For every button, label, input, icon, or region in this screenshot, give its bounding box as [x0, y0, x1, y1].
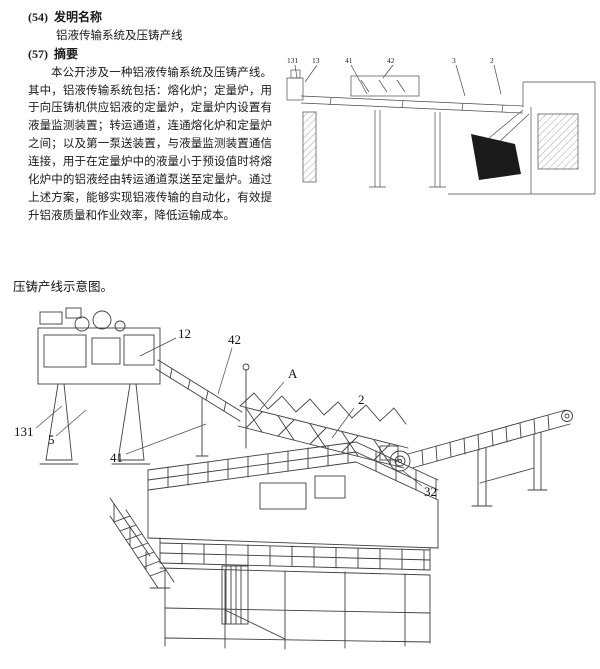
platform-deck-and-legs	[147, 475, 439, 650]
platform-front-railing	[159, 542, 431, 571]
figure-main-diagram: 12 42 A 2 131 5 41 32	[10, 298, 590, 663]
launder-chute	[155, 359, 250, 457]
ref-label-41-top: 41	[345, 56, 353, 65]
ref-label-5: 5	[48, 432, 55, 447]
access-stairs	[109, 497, 175, 589]
platform-back-railing	[147, 441, 357, 491]
platform-right-railing	[355, 441, 439, 501]
ref-label-131-top: 131	[287, 56, 299, 65]
ref-label-2-top: 2	[490, 56, 494, 65]
figure-top-detail-drawing: 131 13 41 42 3 2	[283, 52, 598, 220]
abstract-text: 本公开涉及一种铝液传输系统及压铸产线。其中，铝液传输系统包括：熔化炉；定量炉，用…	[28, 66, 272, 223]
field-54-row: (54) 发明名称	[28, 8, 272, 27]
die-casting-machine	[37, 307, 161, 465]
reference-leader-lines	[35, 337, 423, 487]
floor-grate	[221, 565, 249, 625]
field-54-label: 发明名称	[54, 10, 103, 24]
field-57-row: (57) 摘要	[28, 45, 272, 64]
ref-label-A: A	[288, 366, 298, 381]
figure-caption: 压铸产线示意图。	[13, 280, 114, 294]
field-57-label: 摘要	[54, 46, 79, 61]
figure-top-svg: 131 13 41 42 3 2	[286, 56, 596, 195]
ref-label-32: 32	[424, 484, 437, 499]
transfer-channel-truss	[237, 392, 411, 472]
ref-label-131: 131	[14, 424, 34, 439]
main-figure-ref-numerals: 12 42 A 2 131 5 41 32	[14, 326, 437, 499]
ref-label-12: 12	[178, 326, 191, 341]
outfeed-conveyor	[407, 409, 573, 507]
ref-label-42-top: 42	[387, 56, 395, 65]
ref-label-42: 42	[228, 332, 241, 347]
ref-label-13-top: 13	[312, 56, 320, 65]
top-figure-ref-numerals: 131 13 41 42 3 2	[287, 56, 494, 65]
ref-label-3-top: 3	[452, 56, 456, 65]
furnace-dark-wedge	[471, 134, 521, 180]
figure-main-svg: 12 42 A 2 131 5 41 32	[14, 307, 573, 650]
ref-label-2: 2	[358, 392, 365, 407]
bibliographic-text-column: (54) 发明名称 铝液传输系统及压铸产线 (57) 摘要 本公开涉及一种铝液传输系…	[28, 8, 272, 226]
invention-title: 铝液传输系统及压铸产线	[56, 29, 183, 42]
ref-label-41: 41	[110, 450, 123, 465]
top-figure-linework	[286, 64, 596, 195]
field-57-code: (57)	[28, 46, 48, 61]
field-54-code: (54)	[28, 10, 48, 24]
